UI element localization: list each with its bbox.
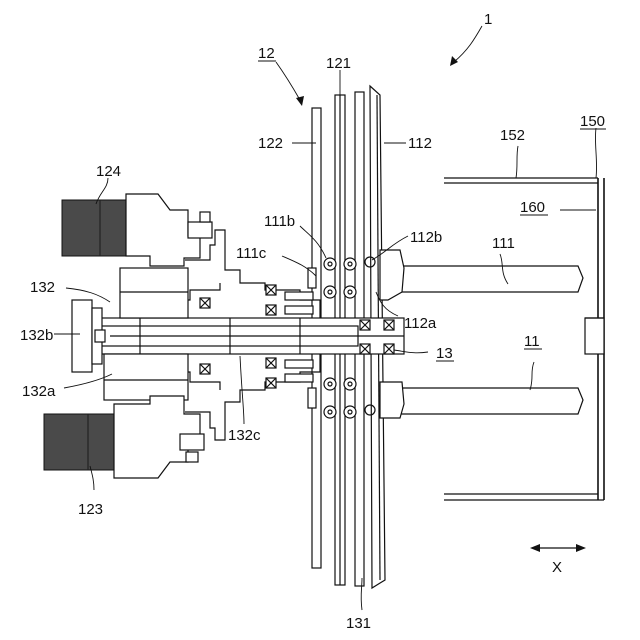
label-111b: 111b [264,213,295,230]
label-132a: 132a [22,383,56,400]
motor-124 [62,194,212,266]
label-112a: 112a [404,315,437,332]
label-x: X [552,559,562,576]
fork-11 [390,388,583,414]
label-1: 1 [484,11,492,28]
label-11: 11 [524,333,540,350]
label-132c: 132c [228,427,261,444]
label-112b: 112b [410,229,442,246]
label-132b: 132b [20,327,53,344]
label-152: 152 [500,127,525,144]
x-direction-arrow [530,544,586,552]
motor-123 [44,396,204,478]
label-150: 150 [580,113,605,130]
label-131: 131 [346,615,371,632]
fork-111 [390,266,583,292]
label-132: 132 [30,279,55,296]
label-111c: 111c [236,245,267,262]
label-160: 160 [520,199,545,216]
label-121: 121 [326,55,351,72]
label-122: 122 [258,135,283,152]
label-13: 13 [436,345,453,362]
label-111: 111 [492,235,515,252]
label-123: 123 [78,501,103,518]
label-112: 112 [408,135,432,152]
label-12: 12 [258,45,275,62]
label-124: 124 [96,163,121,180]
